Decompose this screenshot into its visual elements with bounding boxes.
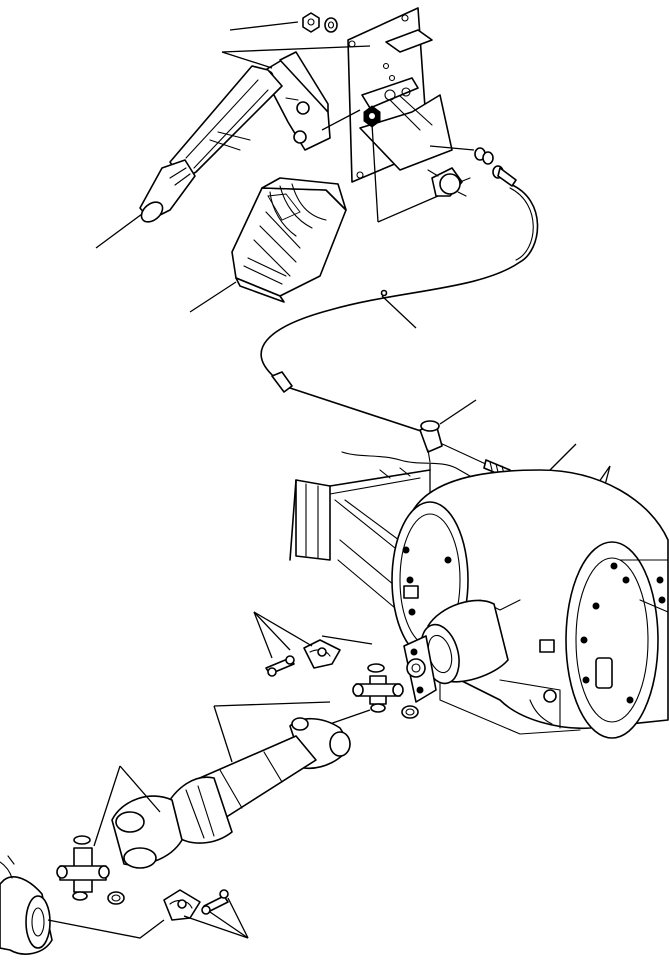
leader-line <box>95 213 143 249</box>
axle-housing <box>289 451 669 739</box>
leader-line <box>439 399 477 425</box>
universal-joint-upper <box>352 663 419 719</box>
brake-switch <box>427 167 471 197</box>
pinion-flange <box>403 599 509 703</box>
leader-line <box>221 51 273 69</box>
leader-line <box>253 611 313 647</box>
top-nut <box>302 12 338 33</box>
leader-line <box>189 281 237 313</box>
leader-line <box>321 109 361 131</box>
leader-line <box>253 611 273 659</box>
leader-line <box>93 765 121 847</box>
leader-line <box>371 123 379 223</box>
brake-cable <box>260 167 539 479</box>
plate-nut <box>363 105 381 128</box>
leader-line <box>227 897 249 939</box>
leader-line <box>381 295 417 329</box>
leader-line <box>119 765 161 813</box>
drive-shaft <box>111 717 351 869</box>
leader-line <box>377 195 439 223</box>
leader-line <box>253 611 291 651</box>
leader-line <box>229 21 299 31</box>
lever-bracket-plate <box>347 7 453 183</box>
universal-joint-lower <box>56 835 125 905</box>
leader-line <box>221 45 371 53</box>
yoke-clamp-lower <box>163 889 229 921</box>
lever-boot <box>231 177 347 303</box>
leader-line <box>47 919 165 939</box>
transmission-flange <box>0 855 53 955</box>
yoke-clamp-upper <box>265 639 341 677</box>
leader-line <box>183 915 249 939</box>
hand-brake-lever <box>139 51 331 223</box>
leader-line <box>321 635 373 645</box>
switch-nuts <box>429 145 504 179</box>
cable-clevis <box>419 420 443 463</box>
leader-line <box>213 705 233 763</box>
leader-line <box>209 911 249 939</box>
leader-line <box>213 701 331 707</box>
leader-line <box>545 443 577 475</box>
